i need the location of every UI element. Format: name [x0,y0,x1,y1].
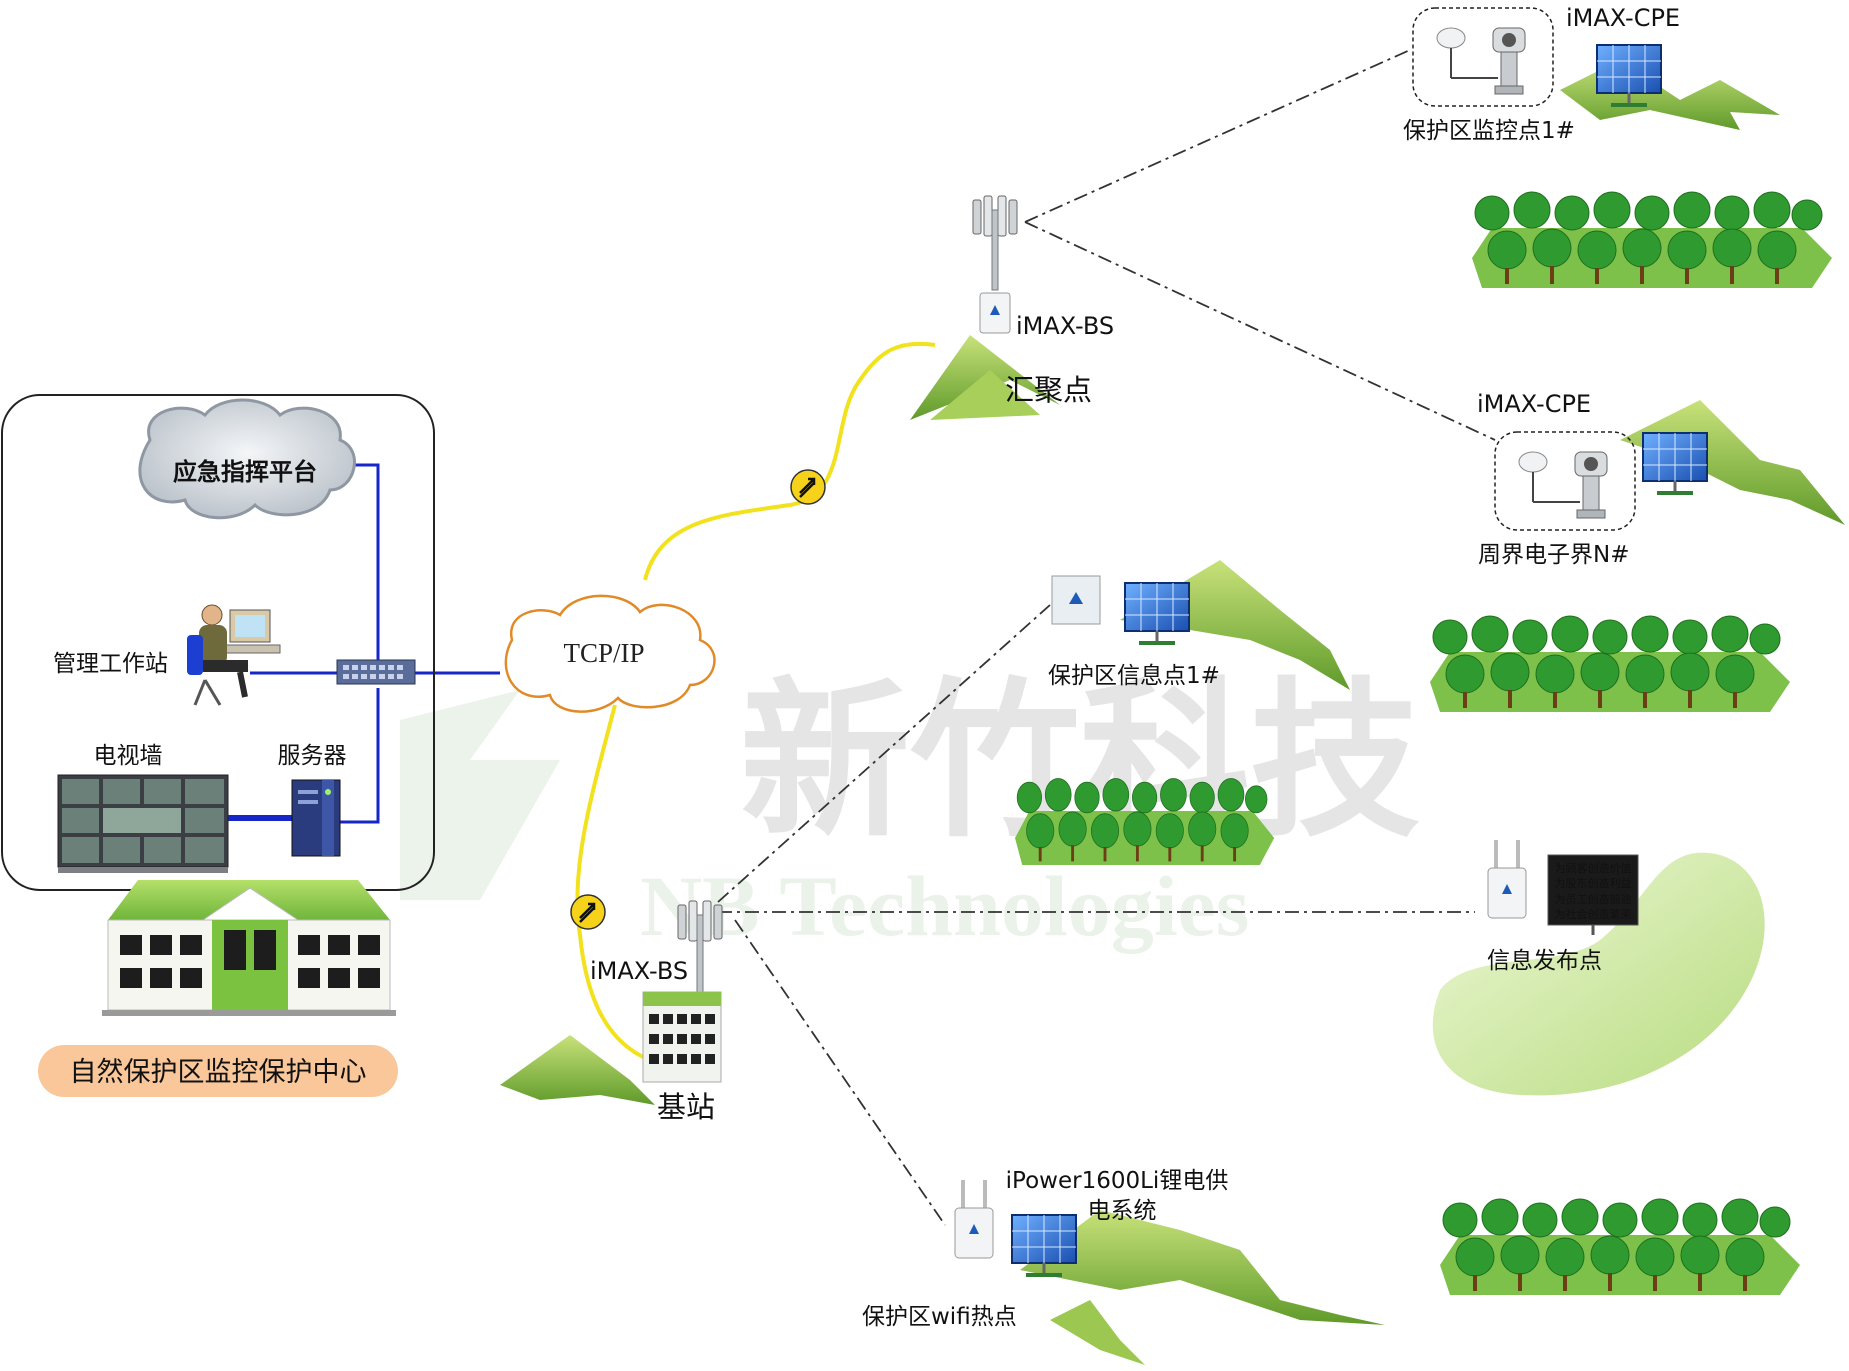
wireless-bs-info [717,604,1051,903]
cpe-top-label: iMAX-CPE [1566,4,1680,32]
wifi-ap-icon [953,1178,995,1260]
bs-upper-label: iMAX-BS [1016,312,1114,340]
monitor-point-label: 保护区监控点1# [1403,118,1575,144]
publish-point[interactable]: 为顾客创造价值 为股东创造利益 为员工创造前途 为社会创造繁荣 信息发布点 [1432,838,1765,1096]
power-label-1: iPower1600Li锂电供 [1006,1168,1229,1194]
info-unit-icon [1051,575,1101,625]
center-title: 自然保护区监控保护中心 [38,1045,398,1097]
forest-4 [1438,1197,1802,1297]
mountain-icon [1050,1300,1145,1365]
perimeter-point[interactable]: iMAX-CPE 周界电子界N# [1477,390,1845,568]
meadow-icon [1432,852,1765,1096]
network-switch[interactable] [336,659,416,685]
watermark-logo-icon [400,690,560,900]
led-line-2: 为股东创造利益 [1555,876,1632,890]
forest-2 [1428,614,1792,714]
operator-icon [187,604,281,706]
bs-lower-label: iMAX-BS [590,957,688,985]
base-station[interactable]: iMAX-BS 基站 [500,900,723,1124]
center-building [102,880,396,1016]
wireless-agg-monitor [1024,49,1411,223]
management-workstation[interactable]: 管理工作站 [53,604,281,706]
link-platform-switch [345,463,380,676]
wireless-bs-wifi [734,919,946,1226]
camera-box-icon [1494,431,1636,531]
solar-panel-icon [1123,581,1191,647]
workstation-label: 管理工作站 [53,651,168,677]
wireless-agg-perimeter [1024,221,1496,441]
wifi-point-label: 保护区wifi热点 [862,1304,1017,1330]
solar-panel-icon [1641,431,1709,497]
lan-links [228,463,500,824]
led-sign: 为顾客创造价值 为股东创造利益 为员工创造前途 为社会创造繁荣 [1547,854,1639,935]
server-label: 服务器 [278,743,347,769]
wifi-hotspot[interactable]: iPower1600Li锂电供 电系统 保护区wifi热点 [862,1168,1385,1365]
led-line-4: 为社会创造繁荣 [1555,907,1632,921]
watermark: 新竹科技 NB Technologies [400,663,1420,954]
server-icon [291,779,341,857]
tcpip-cloud-icon [504,594,716,713]
antenna-tower-icon [972,195,1018,291]
video-wall-icon [57,774,229,873]
station-building-icon [642,991,722,1083]
center-title-label: 自然保护区监控保护中心 [70,1057,367,1088]
cloud-icon [138,398,356,520]
tcpip-cloud[interactable]: TCP/IP [504,594,716,713]
server[interactable]: 服务器 [278,743,347,857]
fiber-tcpip-basestation [575,704,651,1062]
info-point-label: 保护区信息点1# [1048,663,1220,689]
camera-box-icon [1412,7,1554,107]
forest-1 [1470,190,1834,290]
video-wall[interactable]: 电视墙 [57,743,229,873]
video-wall-label: 电视墙 [94,743,163,769]
cloud-platform-label: 应急指挥平台 [173,458,317,486]
emergency-platform[interactable]: 应急指挥平台 [138,398,356,520]
publish-point-label: 信息发布点 [1487,948,1602,974]
wireless-links [717,49,1496,1226]
mountain-icon [500,1035,655,1105]
aggregation-label: 汇聚点 [1005,373,1092,407]
led-line-3: 为员工创造前途 [1555,892,1632,906]
led-line-1: 为顾客创造价值 [1555,861,1632,875]
mountain-icon [930,370,1040,420]
links [228,49,1496,1226]
fiber-badge-lower [570,894,606,930]
tcpip-label: TCP/IP [563,638,644,668]
mountain-icon [1560,60,1780,130]
mountain-icon [1620,400,1845,525]
fiber-tcpip-aggregation [643,341,936,581]
mountain-icon [1020,1210,1385,1325]
forest-3 [1013,776,1276,867]
aggregation-site[interactable]: iMAX-BS 汇聚点 [910,195,1114,420]
publish-ap-icon [1486,838,1528,920]
base-unit-icon [979,292,1011,334]
monitor-point[interactable]: iMAX-CPE 保护区监控点1# [1403,4,1780,144]
fiber-links [575,341,936,1062]
base-station-label: 基站 [657,1090,715,1124]
fiber-badge-upper [790,469,826,505]
info-point[interactable]: 保护区信息点1# [1048,560,1350,690]
watermark-sub: NB Technologies [640,858,1249,954]
cpe-mid-label: iMAX-CPE [1477,390,1591,418]
link-switch-server [340,688,380,824]
power-label-2: 电系统 [1088,1198,1157,1224]
perimeter-label: 周界电子界N# [1478,542,1629,568]
